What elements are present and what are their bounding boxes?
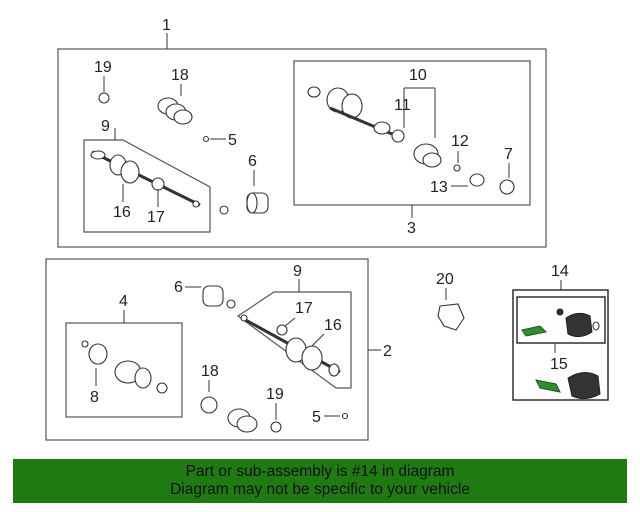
clip-part-5-upper (202, 135, 210, 143)
callout-19-lower[interactable]: 19 (266, 386, 284, 403)
callout-7[interactable]: 7 (504, 146, 513, 163)
callout-6-lower[interactable]: 6 (174, 279, 183, 296)
bushing-part-6-lower (202, 285, 236, 309)
callout-16-upper[interactable]: 16 (113, 204, 131, 221)
callout-15[interactable]: 15 (550, 356, 568, 373)
callout-18-upper[interactable]: 18 (171, 67, 189, 84)
callout-5-lower[interactable]: 5 (312, 409, 321, 426)
callout-9-upper[interactable]: 9 (101, 118, 110, 135)
callout-19-upper[interactable]: 19 (94, 59, 112, 76)
joint-part-10 (413, 143, 442, 168)
callout-9-lower[interactable]: 9 (293, 263, 302, 280)
boot-part-18-upper (157, 97, 193, 125)
part-14-inner-box (516, 296, 606, 344)
callout-12[interactable]: 12 (451, 133, 469, 150)
joint-part-4 (81, 340, 168, 394)
callout-11[interactable]: 11 (394, 97, 411, 114)
clip-part-5-lower (341, 412, 349, 420)
info-banner: Part or sub-assembly is #14 in diagram D… (13, 459, 627, 503)
part-14-outer-box (512, 289, 609, 401)
callout-16-lower[interactable]: 16 (324, 317, 342, 334)
ring-part-12 (453, 164, 461, 172)
ring-part-7 (499, 179, 515, 195)
ring-part-17-lower (276, 324, 288, 336)
callout-3[interactable]: 3 (407, 220, 416, 237)
inner-shaft-lower (240, 314, 341, 377)
subassembly-9-upper-box (83, 139, 211, 233)
callout-4[interactable]: 4 (119, 293, 128, 310)
boot-part-18-lower (200, 396, 258, 433)
inner-shaft-upper (90, 150, 201, 208)
callout-18-lower[interactable]: 18 (201, 363, 219, 380)
subassembly-9-lower-box (236, 291, 352, 389)
callout-17-upper[interactable]: 17 (147, 209, 165, 226)
banner-line-1: Part or sub-assembly is #14 in diagram (185, 463, 455, 480)
bushing-part-6-upper (219, 192, 269, 215)
callout-2[interactable]: 2 (383, 343, 392, 360)
outer-shaft-10 (307, 86, 405, 143)
callout-20[interactable]: 20 (436, 271, 454, 288)
callout-8[interactable]: 8 (90, 389, 99, 406)
callout-17-lower[interactable]: 17 (295, 300, 313, 317)
assembly-1-box (57, 48, 547, 248)
callout-14[interactable]: 14 (551, 263, 569, 280)
callout-6-upper[interactable]: 6 (248, 153, 257, 170)
banner-line-2: Diagram may not be specific to your vehi… (170, 481, 470, 498)
callout-1[interactable]: 1 (162, 17, 171, 34)
part-14-kit[interactable] (521, 308, 600, 338)
callout-13[interactable]: 13 (430, 179, 448, 196)
bracket-part-20 (437, 303, 465, 331)
part-15-kit[interactable] (535, 372, 601, 400)
callout-5-upper[interactable]: 5 (228, 132, 237, 149)
ring-part-19-upper (98, 92, 110, 104)
callout-10[interactable]: 10 (409, 67, 427, 84)
ring-part-19-lower (270, 421, 282, 433)
washer-part-13 (469, 173, 485, 187)
